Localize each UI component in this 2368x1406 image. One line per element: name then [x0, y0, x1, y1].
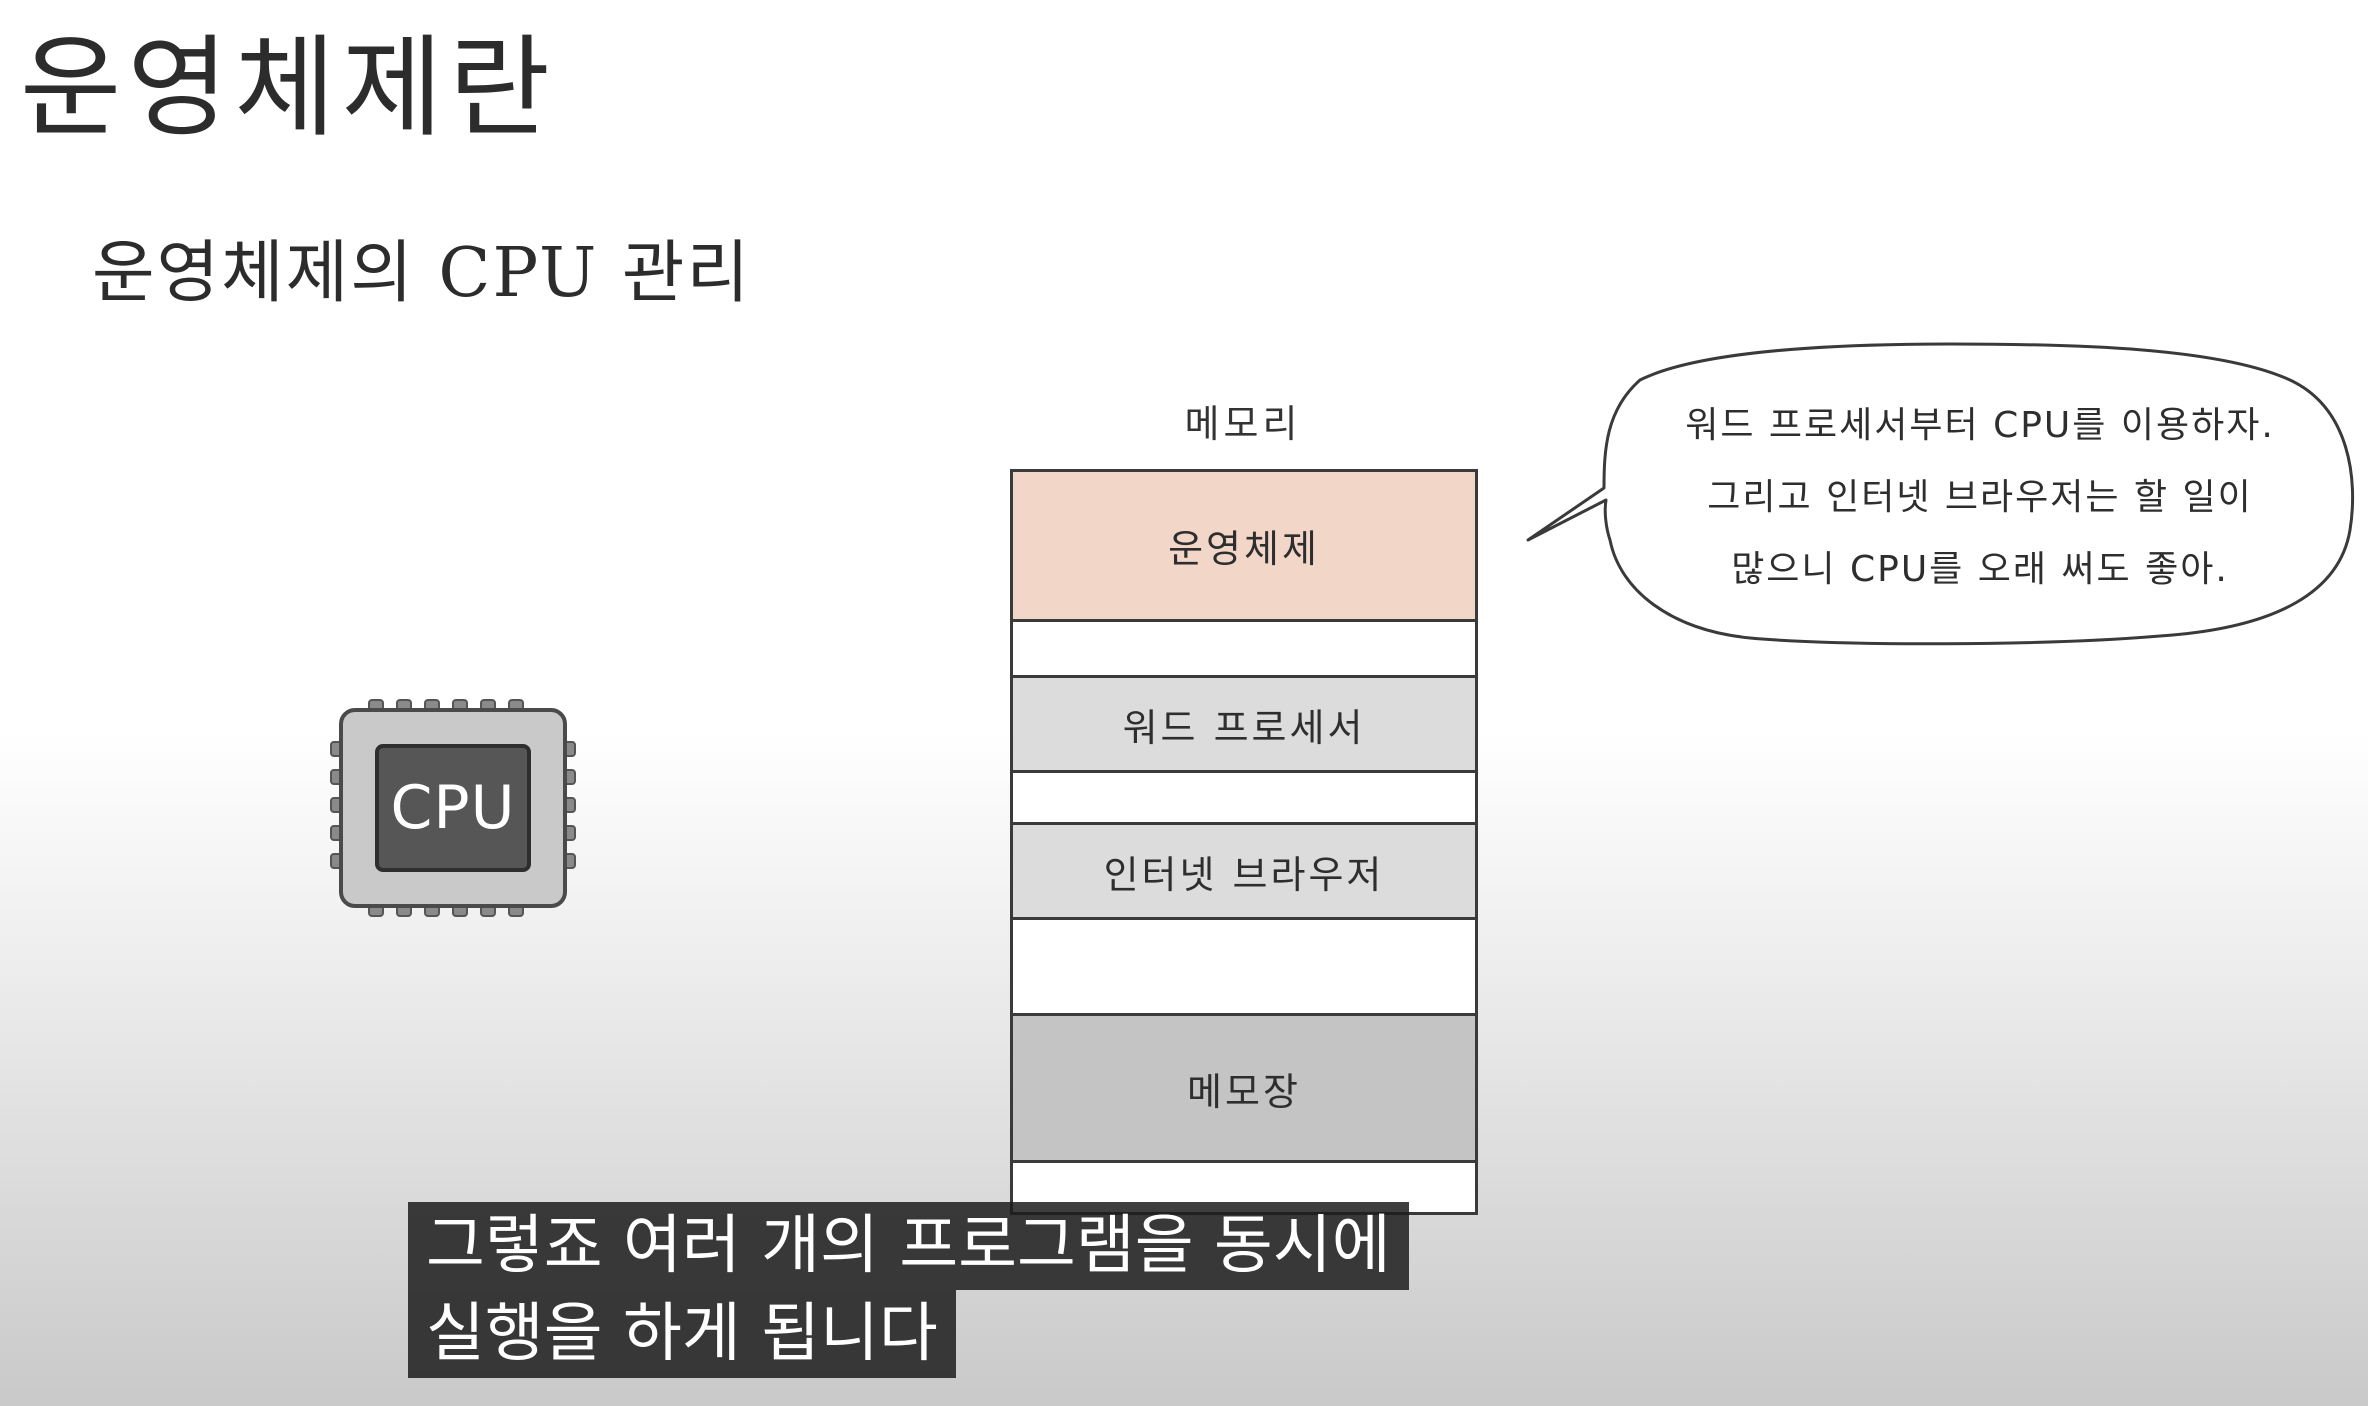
cpu-label: CPU	[390, 773, 516, 843]
speech-bubble-outline	[1526, 342, 2355, 646]
speech-line-3: 많으니 CPU를 오래 써도 좋아.	[1731, 549, 2229, 590]
memory-block-word-processor: 워드 프로세서	[1013, 675, 1475, 773]
section-subtitle: 운영체제의 CPU 관리	[92, 234, 752, 313]
memory-block-internet-browser: 인터넷 브라우저	[1013, 822, 1475, 920]
caption-line-1: 그렇죠 여러 개의 프로그램을 동시에	[408, 1202, 1409, 1290]
speech-line-1: 워드 프로세서부터 CPU를 이용하자.	[1685, 405, 2275, 446]
speech-bubble: 워드 프로세서부터 CPU를 이용하자. 그리고 인터넷 브라우저는 할 일이 …	[1520, 340, 2360, 650]
memory-block-notepad: 메모장	[1013, 1013, 1475, 1163]
speech-line-2: 그리고 인터넷 브라우저는 할 일이	[1707, 477, 2253, 518]
video-caption: 그렇죠 여러 개의 프로그램을 동시에 실행을 하게 됩니다	[408, 1202, 1409, 1378]
speech-bubble-text: 워드 프로세서부터 CPU를 이용하자. 그리고 인터넷 브라우저는 할 일이 …	[1630, 390, 2330, 606]
caption-line-2: 실행을 하게 됩니다	[408, 1290, 956, 1378]
cpu-chip-drawing	[330, 699, 576, 917]
memory-block-operating-system: 운영체제	[1013, 472, 1475, 622]
memory-stack: 운영체제 워드 프로세서 인터넷 브라우저 메모장	[1010, 469, 1478, 1215]
page-title: 운영체제란	[20, 24, 556, 152]
cpu-chip-icon: CPU	[325, 698, 581, 918]
memory-title: 메모리	[1184, 402, 1302, 446]
